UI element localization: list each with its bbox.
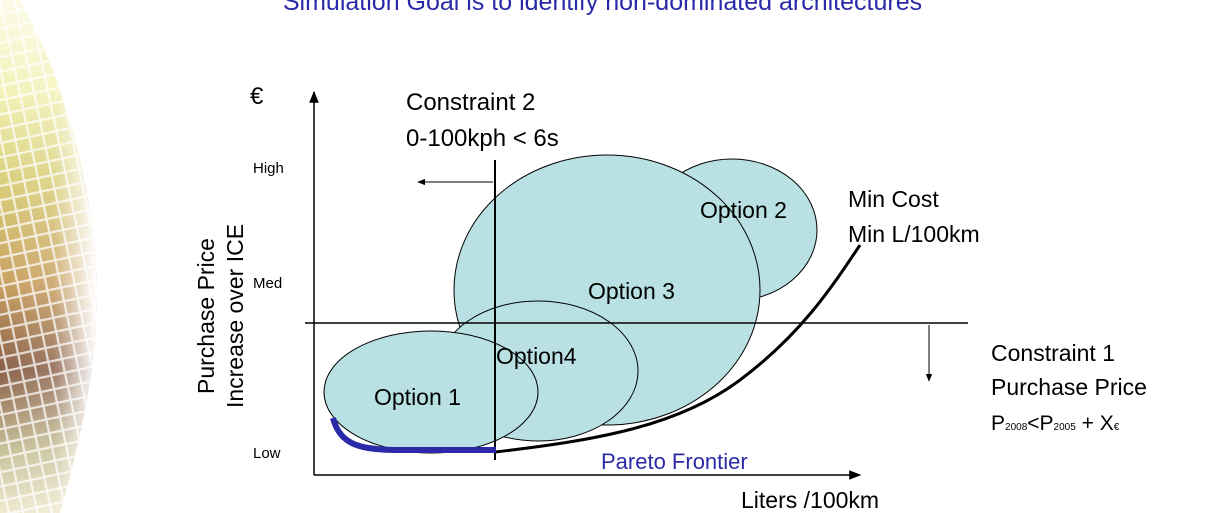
option-3-label: Option 3: [588, 278, 675, 304]
slide-title: Simulation Goal is to identify non-domin…: [282, 0, 923, 16]
option-2-label: Option 2: [700, 197, 787, 223]
constraint-1-title: Constraint 1: [991, 340, 1115, 366]
formula-p-2008: P: [991, 412, 1005, 435]
y-tick-high: High: [253, 160, 284, 177]
constraint-2-condition: 0-100kph < 6s: [406, 125, 559, 152]
y-tick-low: Low: [253, 445, 281, 462]
constraint-2-title: Constraint 2: [406, 89, 535, 116]
y-axis-unit-symbol: €: [250, 83, 264, 110]
decorative-mosaic: [0, 0, 97, 513]
formula-plus-x: + X: [1076, 412, 1114, 435]
formula-lt-p: <P: [1027, 412, 1053, 435]
y-tick-med: Med: [253, 275, 282, 292]
option-1-label: Option 1: [374, 384, 461, 410]
y-axis-label-line1: Purchase Price: [193, 238, 219, 394]
pareto-frontier-line: [330, 417, 496, 453]
min-cost-label: Min Cost: [848, 186, 939, 212]
min-liters-label: Min L/100km: [848, 221, 980, 247]
pareto-frontier-label: Pareto Frontier: [601, 449, 748, 474]
x-axis-label: Liters /100km: [741, 487, 879, 513]
constraint-1-formula: P2008<P2005 + X€: [991, 412, 1120, 435]
option-4-label: Option4: [496, 343, 577, 369]
formula-sub-euro: €: [1114, 422, 1120, 433]
constraint-1-subtitle: Purchase Price: [991, 374, 1147, 400]
formula-sub-2005: 2005: [1054, 422, 1077, 433]
min-cost-curve: [494, 244, 862, 454]
formula-sub-2008: 2008: [1005, 422, 1028, 433]
y-axis-label-line2: Increase over ICE: [222, 224, 248, 408]
